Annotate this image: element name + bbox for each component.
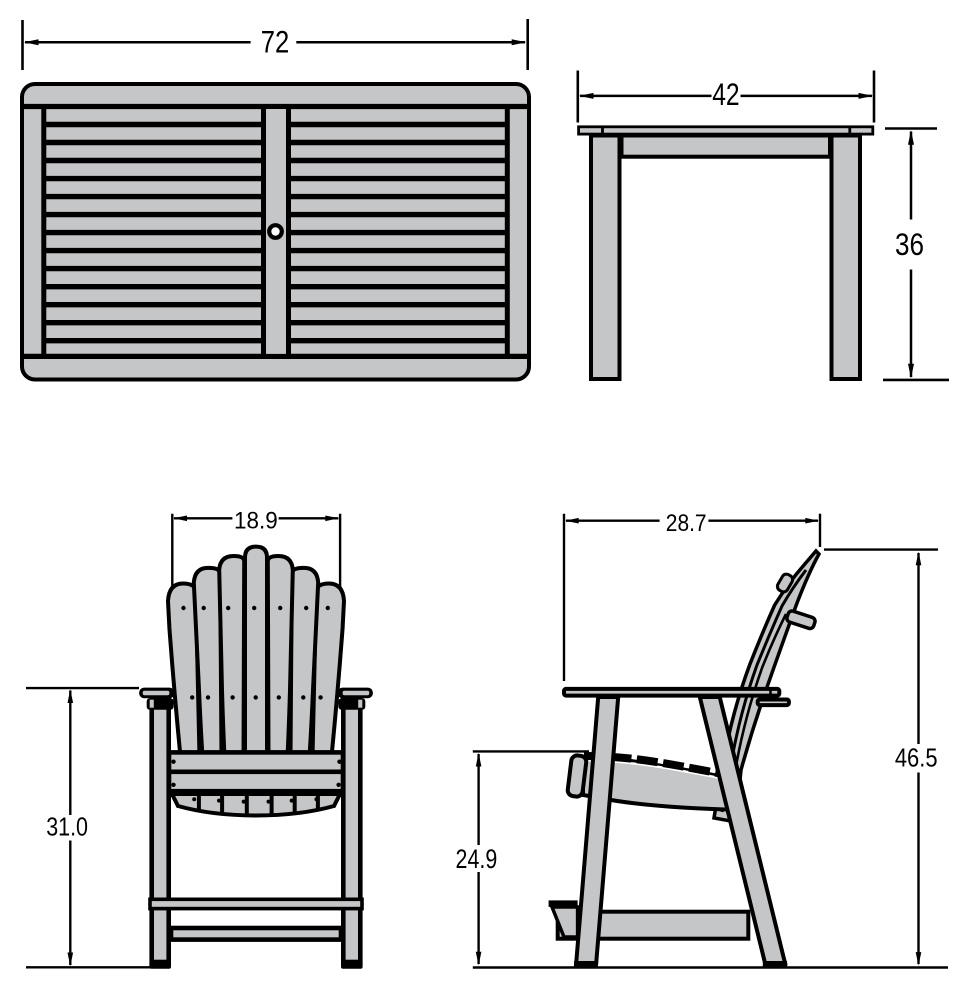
svg-text:24.9: 24.9 (456, 844, 498, 874)
svg-text:42: 42 (712, 76, 739, 112)
svg-text:72: 72 (261, 24, 290, 60)
svg-text:18.9: 18.9 (234, 508, 278, 535)
svg-text:31.0: 31.0 (46, 814, 88, 842)
svg-text:28.7: 28.7 (666, 510, 707, 537)
svg-text:36: 36 (895, 226, 924, 262)
svg-text:46.5: 46.5 (895, 743, 938, 773)
